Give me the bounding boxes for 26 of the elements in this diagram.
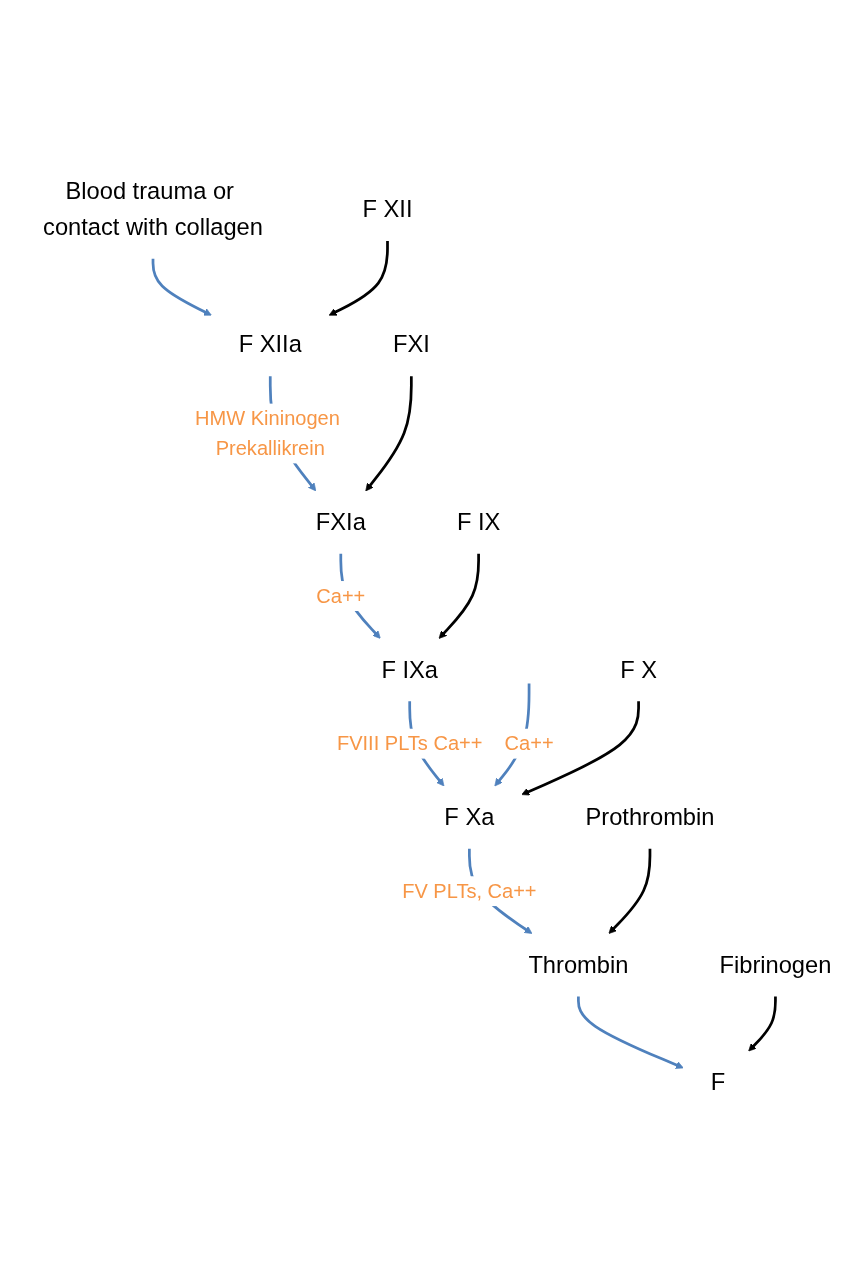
node-text: F X [620,656,657,684]
edge-label: FV PLTs, Ca++ [402,880,537,903]
node-text: Fibrinogen [719,951,832,979]
arrow [365,376,413,492]
node-text: F IXa [381,656,438,684]
arrow [328,241,389,316]
node-text: FXI [392,331,430,359]
edge-label: Ca++ [504,732,554,756]
node-text: F IX [456,508,501,536]
node-text: Prothrombin [585,803,715,832]
arrow [577,996,684,1070]
node-text: F [710,1068,726,1097]
edge-label: HMW Kininogen Prekallikrein [195,407,340,461]
arrow [151,259,212,316]
edge-label: FVIII PLTs Ca++ [336,732,483,756]
arrow [608,849,652,935]
arrow [748,996,777,1052]
node-text: F XIIa [238,331,302,359]
node-text: F XII [362,195,413,224]
node-text: FXIa [315,508,366,536]
node-text: Thrombin [528,951,629,979]
node-text: Blood trauma or contact with collagen [43,178,263,241]
node-text: F Xa [444,803,495,832]
edge-label: Ca++ [316,585,366,608]
arrow [521,701,640,796]
arrow [438,554,480,640]
